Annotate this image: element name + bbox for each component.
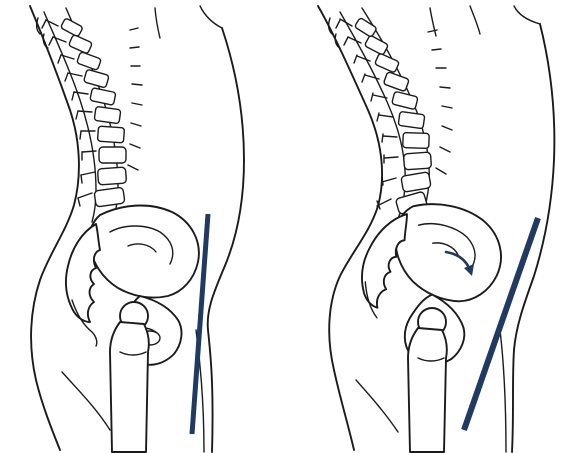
pelvis-neutral: [66, 206, 199, 452]
front-contour: [208, 28, 244, 452]
buttock-fold-tilted: [356, 380, 398, 432]
panel-neutral: [30, 6, 244, 452]
arm-outline: [155, 8, 160, 38]
spine-neutral: [37, 8, 142, 222]
arm-outline-2: [200, 6, 222, 28]
arm-outline-tilted-3: [514, 6, 540, 24]
thigh-outline-tilted: [500, 330, 506, 452]
spine-anterior-tilt: [329, 8, 452, 228]
arm-outline-tilted-2: [470, 6, 480, 34]
panel-anterior-tilt: [318, 6, 554, 452]
buttock-fold: [62, 372, 110, 430]
